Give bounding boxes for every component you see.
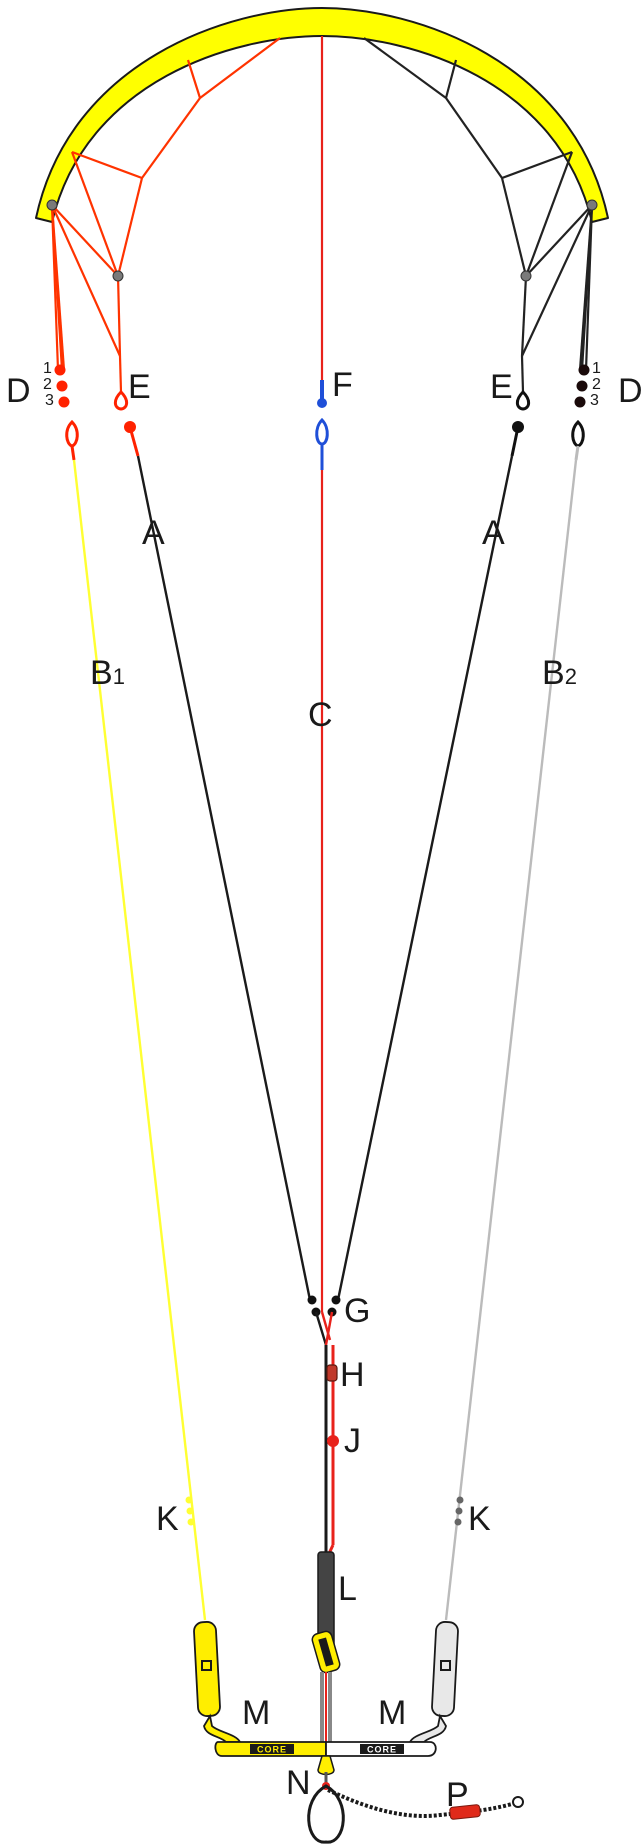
right-e-leader: [515, 389, 531, 411]
label-knot-3-right: 3: [590, 392, 599, 409]
label-m-left: M: [242, 1694, 270, 1732]
label-b2-letter: B: [542, 654, 565, 692]
label-n: N: [286, 1764, 311, 1802]
label-d-right: D: [618, 372, 642, 410]
bar-logo-left: CORE: [257, 1745, 287, 1755]
label-k-left: K: [156, 1500, 179, 1538]
label-b1-letter: B: [90, 654, 113, 692]
center-line: [315, 36, 329, 1312]
depower-tube: [311, 1551, 341, 1742]
label-b1-subscript: 1: [113, 664, 125, 689]
left-bridle-pulley-icons: [46, 199, 124, 282]
left-bridle: [50, 37, 281, 393]
left-front-line: [124, 421, 321, 1317]
label-k-right: K: [468, 1500, 491, 1538]
right-bridle: [363, 37, 594, 393]
label-knot-2-left: 2: [43, 376, 52, 393]
depower-line: [324, 1345, 339, 1561]
kite-canopy: [35, 7, 609, 223]
label-p: P: [446, 1776, 469, 1814]
front-line-y-split: [314, 1311, 334, 1346]
right-bridle-pulley-icons: [520, 199, 598, 282]
label-b1: B1: [90, 654, 125, 692]
label-d-left: D: [6, 372, 31, 410]
chicken-loop: [307, 1755, 345, 1844]
label-knot-3-left: 3: [45, 392, 54, 409]
label-a-left: A: [142, 514, 165, 552]
label-h: H: [340, 1356, 365, 1394]
right-floater: [431, 1621, 459, 1717]
label-e-left: E: [128, 368, 151, 406]
control-bar: CORE CORE: [214, 1741, 437, 1757]
left-e-leader: [113, 389, 129, 411]
label-b2: B2: [542, 654, 577, 692]
label-j: J: [344, 1422, 361, 1460]
safety-leash: [327, 1788, 524, 1820]
label-f: F: [332, 366, 353, 404]
bar-logo-right: CORE: [367, 1745, 397, 1755]
label-l: L: [338, 1570, 357, 1608]
label-b2-subscript: 2: [565, 664, 577, 689]
label-knot-2-right: 2: [592, 376, 601, 393]
label-g: G: [344, 1292, 370, 1330]
right-steering-line: [444, 419, 585, 1621]
label-a-right: A: [482, 514, 505, 552]
right-pigtail-knots: [574, 364, 590, 408]
label-c: C: [308, 696, 333, 734]
left-floater: [193, 1621, 221, 1717]
left-steering-line: [65, 419, 207, 1621]
left-pigtail-knots: [54, 364, 70, 408]
label-m-right: M: [378, 1694, 406, 1732]
label-knot-1-left: 1: [43, 360, 52, 377]
diagram-labels: D D 1 2 3 1 2 3 E E F A A B1 B2 C G H J …: [6, 360, 642, 1814]
label-e-right: E: [490, 368, 513, 406]
label-knot-1-right: 1: [592, 360, 601, 377]
